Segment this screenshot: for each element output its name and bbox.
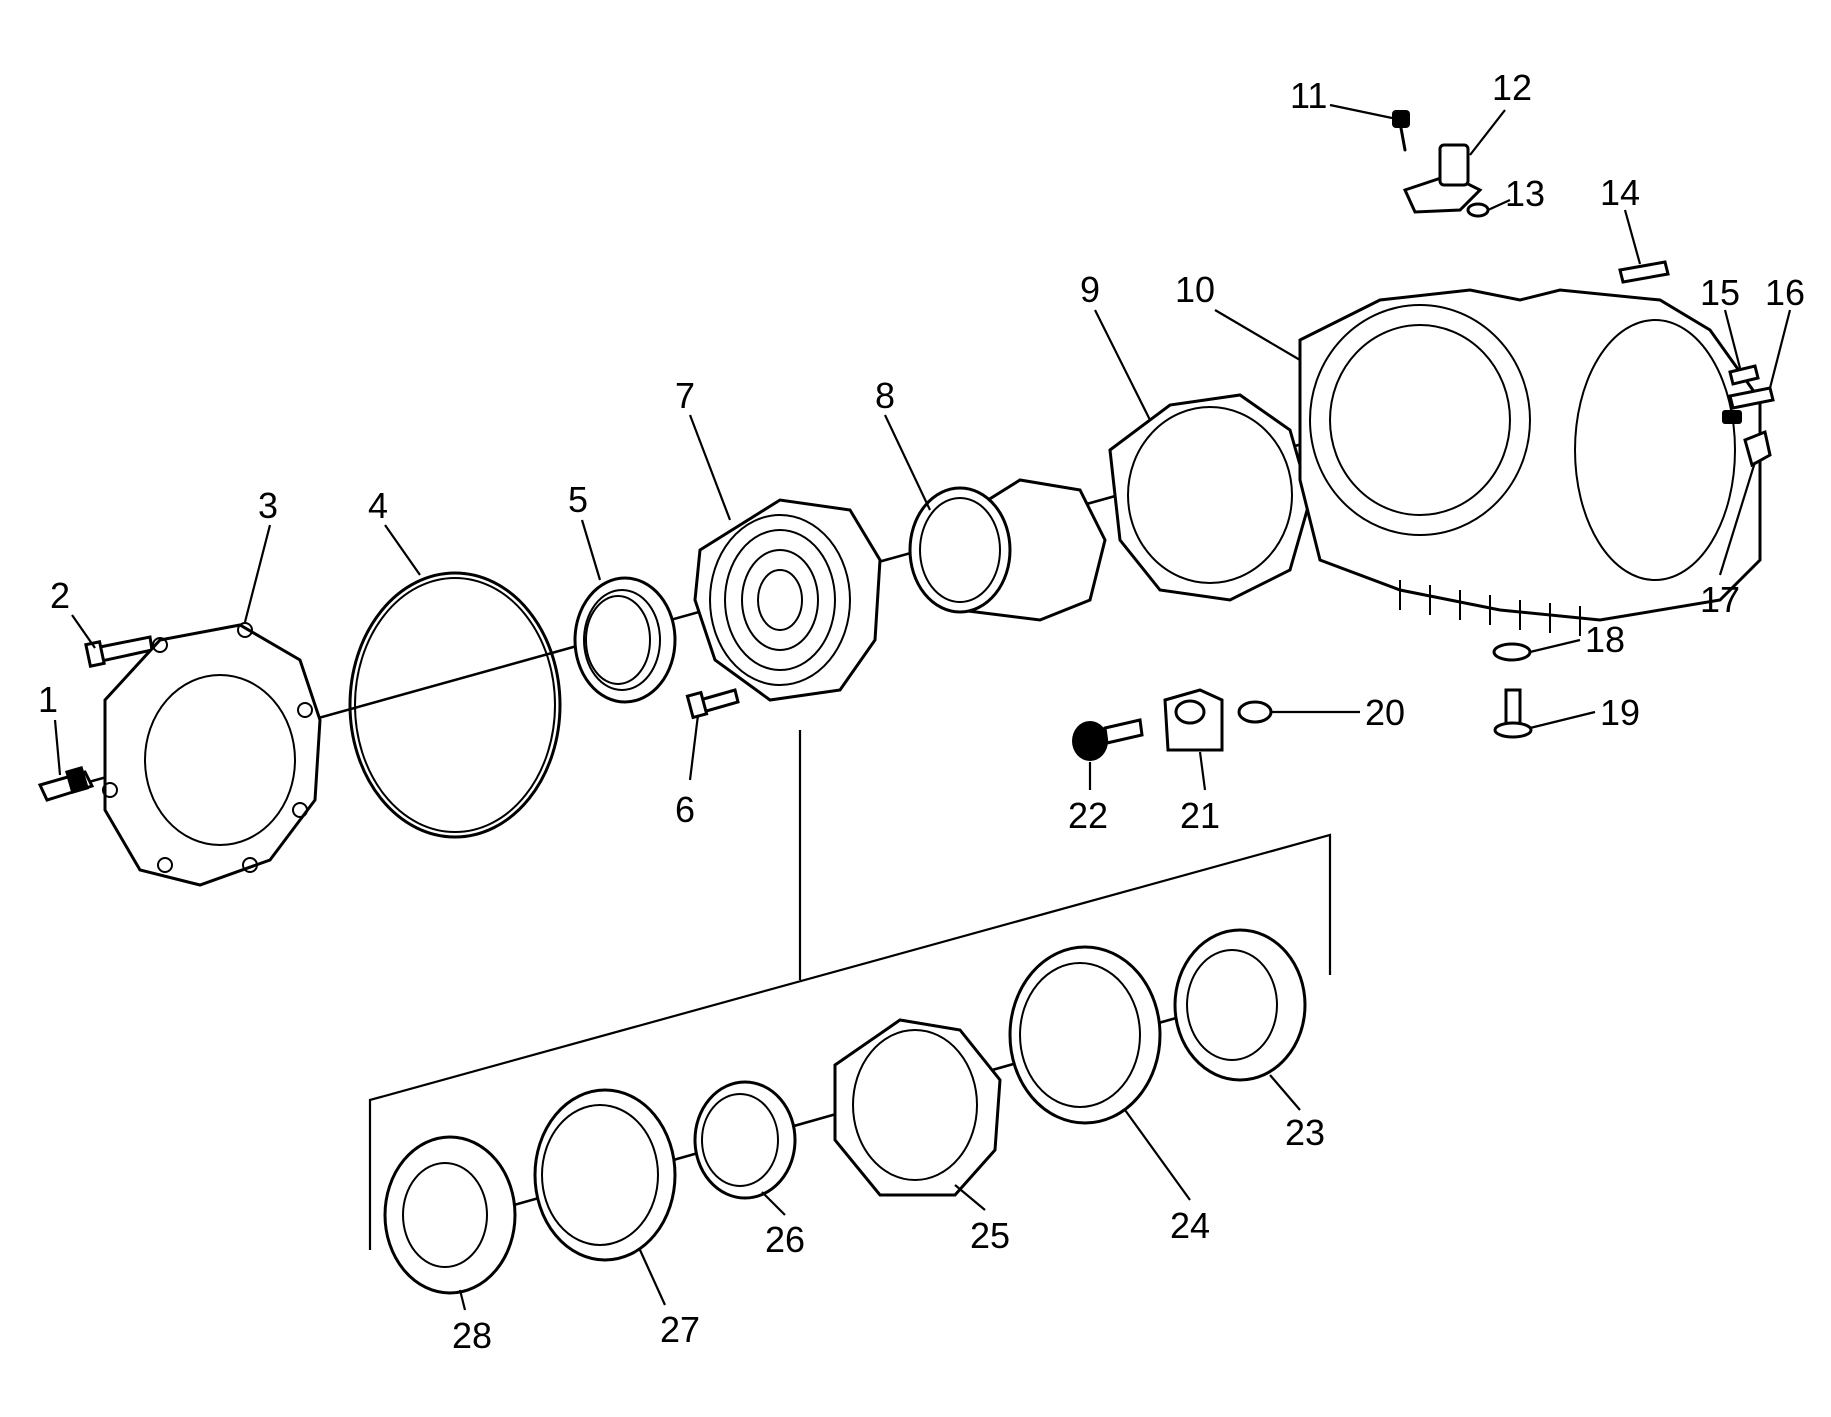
leader-lines (53, 103, 1792, 1311)
callout-6: 6 (675, 789, 695, 830)
callout-13: 13 (1505, 173, 1545, 214)
callout-1: 1 (38, 679, 58, 720)
callout-3: 3 (258, 485, 278, 526)
part-4-o-ring (348, 571, 562, 839)
part-22-bolt (1072, 718, 1144, 761)
part-21-bracket (1163, 688, 1224, 752)
part-7-bearing-housing (693, 498, 882, 702)
callout-5: 5 (568, 479, 588, 520)
callout-17: 17 (1700, 579, 1740, 620)
part-15-plug (1728, 364, 1760, 386)
part-23-bearing (1173, 928, 1307, 1082)
part-25-adjuster-ring (833, 1018, 1002, 1197)
part-17-clip (1743, 429, 1772, 468)
callout-9: 9 (1080, 269, 1100, 310)
part-12-sensor (1402, 143, 1483, 214)
callout-labels: 1 2 3 4 5 6 7 8 9 10 11 12 13 14 15 16 1… (38, 67, 1805, 1356)
callout-27: 27 (660, 1309, 700, 1350)
callout-19: 19 (1600, 692, 1640, 733)
part-5-seal (573, 576, 677, 704)
part-19-drain-plug (1493, 688, 1533, 739)
callout-2: 2 (50, 575, 70, 616)
callout-18: 18 (1585, 619, 1625, 660)
part-18-washer (1492, 642, 1532, 662)
sub-assembly-bracket (368, 730, 1332, 1250)
callout-16: 16 (1765, 272, 1805, 313)
callout-10: 10 (1175, 269, 1215, 310)
part-16-bolt (1722, 386, 1775, 424)
callout-24: 24 (1170, 1205, 1210, 1246)
part-10-differential-housing (1298, 288, 1762, 636)
part-3-cover-plate (102, 622, 322, 887)
part-24-bearing-cup (1008, 945, 1162, 1125)
callout-4: 4 (368, 485, 388, 526)
part-14-stud (1618, 260, 1670, 284)
part-8-pinion-sleeve (908, 478, 1107, 622)
part-26-spacer (693, 1080, 797, 1200)
callout-20: 20 (1365, 692, 1405, 733)
callout-12: 12 (1492, 67, 1532, 108)
callout-28: 28 (452, 1315, 492, 1356)
part-11-bolt (1392, 110, 1410, 152)
callout-11: 11 (1290, 75, 1327, 116)
part-20-washer (1237, 700, 1273, 724)
callout-14: 14 (1600, 172, 1640, 213)
callout-15: 15 (1700, 272, 1740, 313)
callout-7: 7 (675, 375, 695, 416)
callout-21: 21 (1180, 795, 1220, 836)
part-27-bearing-cup (533, 1088, 677, 1262)
part-28-bearing (383, 1135, 517, 1295)
callout-8: 8 (875, 375, 895, 416)
callout-22: 22 (1068, 795, 1108, 836)
part-1-stud (37, 765, 95, 802)
callout-26: 26 (765, 1219, 805, 1260)
part-13-o-ring (1466, 202, 1490, 218)
part-6-bolt (685, 688, 740, 720)
part-9-gasket (1108, 393, 1312, 602)
callout-25: 25 (970, 1215, 1010, 1256)
callout-23: 23 (1285, 1112, 1325, 1153)
